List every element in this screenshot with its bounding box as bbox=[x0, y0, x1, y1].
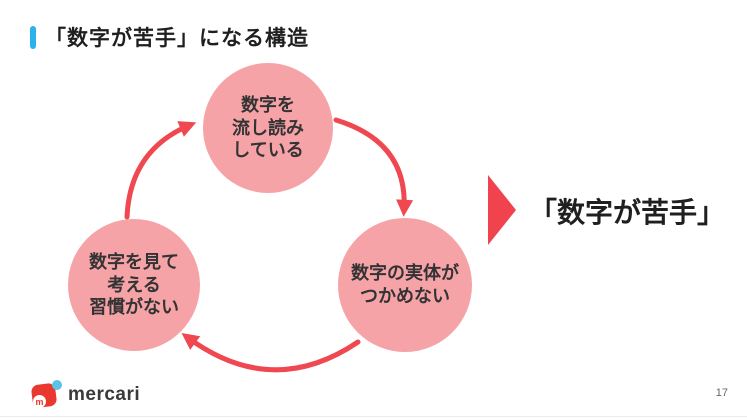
arrow-bottom-right-to-bottom-left bbox=[181, 332, 361, 373]
logo-wordmark: mercari bbox=[68, 383, 141, 405]
arrow-bottom-left-to-top bbox=[124, 121, 197, 220]
node-label: 数字を 流し読み している bbox=[232, 94, 304, 161]
mercari-logo-icon: m bbox=[30, 379, 63, 410]
title-accent-bar bbox=[30, 26, 36, 49]
cycle-node-no-habit: 数字を見て 考える 習慣がない bbox=[68, 219, 200, 351]
logo-m-badge: m bbox=[33, 395, 46, 408]
triangle-pointer-icon bbox=[488, 175, 516, 245]
logo-blue-dot bbox=[52, 380, 62, 390]
page-number: 17 bbox=[715, 387, 728, 399]
node-label: 数字を見て 考える 習慣がない bbox=[89, 251, 179, 318]
result-label: 「数字が苦手」 bbox=[529, 197, 726, 228]
page-title: 「数字が苦手」になる構造 bbox=[45, 27, 309, 50]
arrow-top-to-bottom-right bbox=[333, 117, 414, 217]
cycle-node-skim-numbers: 数字を 流し読み している bbox=[203, 63, 333, 193]
node-label: 数字の実体が つかめない bbox=[351, 263, 459, 306]
cycle-node-cant-grasp: 数字の実体が つかめない bbox=[338, 218, 472, 352]
bottom-divider bbox=[0, 416, 747, 417]
mercari-logo: m mercari bbox=[30, 379, 140, 410]
